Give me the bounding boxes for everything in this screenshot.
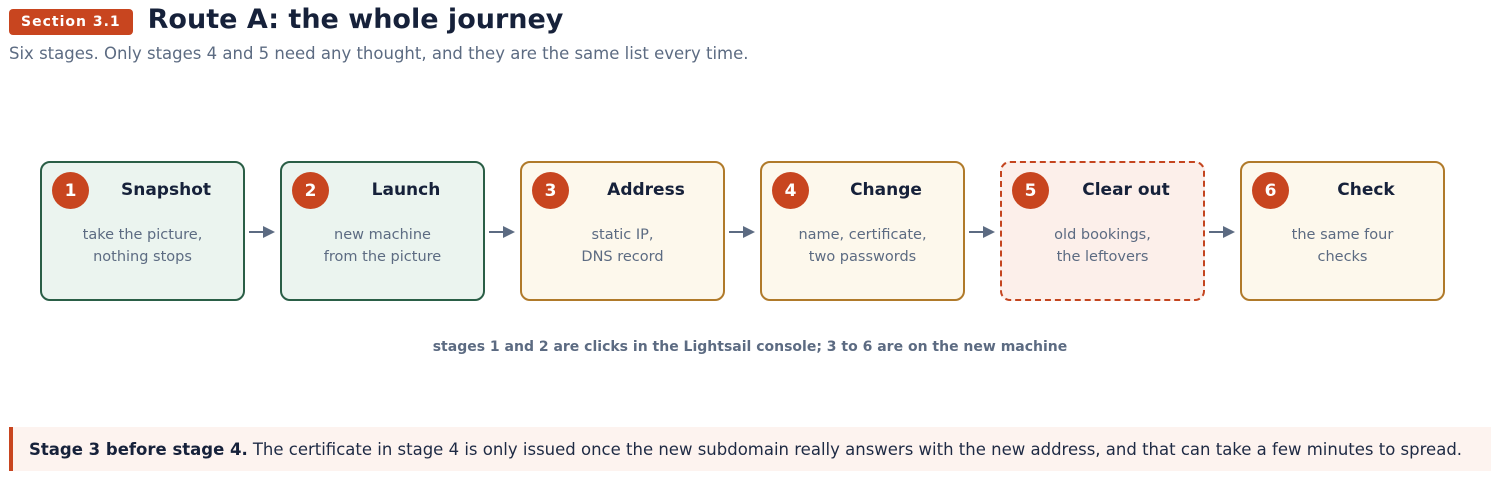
stage-2-card: 2 Launch new machine from the picture xyxy=(280,161,485,301)
stage-description-line: the leftovers xyxy=(1056,249,1149,265)
stage-description: static IP, DNS record xyxy=(522,224,723,268)
stage-description: take the picture, nothing stops xyxy=(42,224,243,268)
header: Section 3.1 Route A: the whole journey xyxy=(9,4,563,35)
arrow-right-icon xyxy=(969,226,995,238)
stage-description-line: static IP, xyxy=(591,227,654,243)
stage-4-card: 4 Change name, certificate, two password… xyxy=(760,161,965,301)
stage-title: Change xyxy=(850,180,922,200)
stage-description-line: take the picture, xyxy=(82,227,203,243)
stage-5-card: 5 Clear out old bookings, the leftovers xyxy=(1000,161,1205,301)
stage-number-badge: 6 xyxy=(1252,172,1289,209)
stage-title: Check xyxy=(1337,180,1395,200)
arrow-right-icon xyxy=(249,226,275,238)
stage-description-line: two passwords xyxy=(808,249,917,265)
section-badge: Section 3.1 xyxy=(9,9,133,35)
stage-description-line: DNS record xyxy=(581,249,664,265)
stage-description-line: new machine xyxy=(334,227,431,243)
callout-note-text: The certificate in stage 4 is only issue… xyxy=(252,439,1463,459)
stage-description-line: nothing stops xyxy=(93,249,192,265)
stage-description: old bookings, the leftovers xyxy=(1002,224,1203,268)
stage-description-line: old bookings, xyxy=(1054,227,1151,243)
stage-title: Address xyxy=(607,180,685,200)
stage-3-card: 3 Address static IP, DNS record xyxy=(520,161,725,301)
arrow-right-icon xyxy=(489,226,515,238)
stage-1-card: 1 Snapshot take the picture, nothing sto… xyxy=(40,161,245,301)
stage-description: new machine from the picture xyxy=(282,224,483,268)
callout-note: Stage 3 before stage 4. The certificate … xyxy=(9,427,1491,471)
stage-title: Launch xyxy=(371,180,441,200)
arrow-right-icon xyxy=(1209,226,1235,238)
stage-6-card: 6 Check the same four checks xyxy=(1240,161,1445,301)
stage-description-line: name, certificate, xyxy=(798,227,927,243)
stage-number-badge: 2 xyxy=(292,172,329,209)
stage-number-badge: 5 xyxy=(1012,172,1049,209)
stage-number-badge: 4 xyxy=(772,172,809,209)
arrow-right-icon xyxy=(729,226,755,238)
page-title: Route A: the whole journey xyxy=(147,4,564,35)
stage-description-line: from the picture xyxy=(323,249,442,265)
callout-note-heading: Stage 3 before stage 4. xyxy=(29,439,248,459)
stage-description: name, certificate, two passwords xyxy=(762,224,963,268)
diagram-caption: stages 1 and 2 are clicks in the Lightsa… xyxy=(432,339,1068,355)
page-subtitle: Six stages. Only stages 4 and 5 need any… xyxy=(9,44,749,63)
stage-number-badge: 3 xyxy=(532,172,569,209)
stage-description: the same four checks xyxy=(1242,224,1443,268)
stage-number-badge: 1 xyxy=(52,172,89,209)
stage-title: Clear out xyxy=(1082,180,1170,200)
stage-description-line: the same four xyxy=(1291,227,1394,243)
stage-title: Snapshot xyxy=(120,180,211,200)
stage-description-line: checks xyxy=(1317,249,1368,265)
